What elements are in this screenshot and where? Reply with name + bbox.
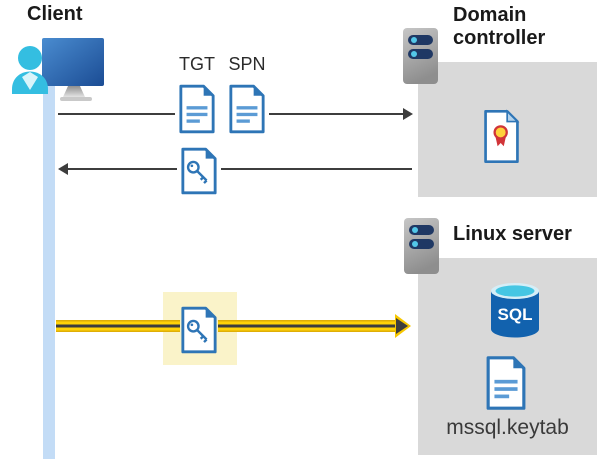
user-icon bbox=[12, 46, 48, 94]
linux-server-icon bbox=[403, 217, 440, 275]
response-arrowhead-icon bbox=[58, 163, 68, 175]
domain-controller-title: Domain controller bbox=[453, 4, 546, 49]
keytab-file-icon bbox=[485, 354, 527, 412]
client-workstation-icon bbox=[8, 28, 108, 108]
auth-arrow-line-left bbox=[56, 320, 180, 332]
service-ticket-key-icon bbox=[177, 145, 221, 197]
spn-label: SPN bbox=[228, 54, 266, 74]
tgt-label: TGT bbox=[179, 54, 215, 74]
request-arrow-line-left bbox=[58, 113, 175, 115]
client-timeline-bar bbox=[43, 84, 55, 459]
certificate-icon bbox=[483, 109, 520, 164]
sql-database-icon: SQL bbox=[489, 282, 541, 338]
auth-arrowhead-icon bbox=[396, 318, 408, 334]
request-arrow-line-right bbox=[267, 113, 404, 115]
auth-key-ticket-icon bbox=[180, 306, 218, 354]
tgt-ticket-icon bbox=[175, 81, 219, 137]
sql-badge-text: SQL bbox=[498, 305, 533, 324]
client-title: Client bbox=[27, 3, 83, 25]
keytab-filename: mssql.keytab bbox=[446, 416, 569, 439]
response-arrow-line-left bbox=[66, 168, 177, 170]
auth-arrow-line-right bbox=[218, 320, 395, 332]
request-arrowhead-icon bbox=[403, 108, 413, 120]
monitor-icon bbox=[42, 38, 104, 101]
spn-ticket-icon bbox=[225, 81, 269, 137]
domain-controller-server-icon bbox=[402, 27, 439, 85]
response-arrow-line-right bbox=[219, 168, 412, 170]
linux-server-title: Linux server bbox=[453, 223, 572, 245]
